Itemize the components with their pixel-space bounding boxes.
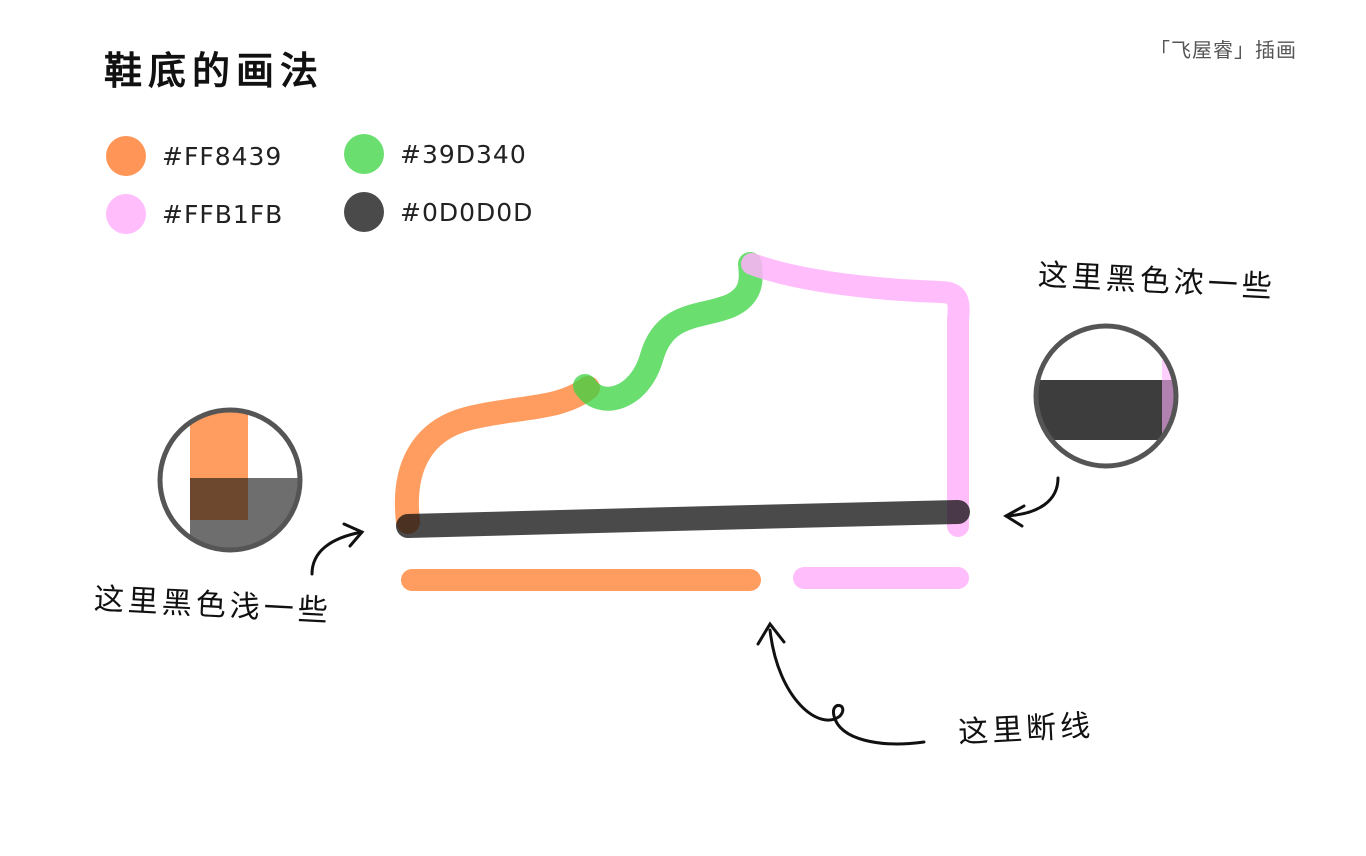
arrow-left-icon	[310, 522, 365, 576]
left-magnifier-ring	[157, 407, 303, 553]
swatch-hex: #39D340	[400, 139, 527, 169]
swatch-hex: #FFB1FB	[162, 199, 284, 229]
credit-label: 「飞屋睿」插画	[1150, 38, 1297, 62]
toe-stroke	[394, 376, 600, 534]
right-magnifier	[1036, 360, 1176, 450]
swatch-hex: #0D0D0D	[400, 197, 534, 227]
gap-note: 这里断线	[957, 708, 1096, 751]
swatch-pink: #FFB1FB	[106, 194, 283, 234]
black-dot-icon	[344, 192, 384, 232]
heel-stroke	[741, 253, 970, 537]
pink-dot-icon	[106, 194, 146, 234]
swatch-hex: #FF8439	[162, 141, 283, 171]
swatch-orange: #FF8439	[106, 136, 282, 176]
lace-stroke	[573, 252, 763, 411]
orange-dot-icon	[106, 136, 146, 176]
green-dot-icon	[344, 134, 384, 174]
right-magnifier-ring	[1033, 323, 1179, 469]
swatch-black: #0D0D0D	[344, 192, 533, 232]
arrow-gap-icon	[756, 621, 926, 746]
swatch-green: #39D340	[344, 134, 527, 174]
page-title: 鞋底的画法	[104, 49, 325, 93]
arrow-right-icon	[1003, 476, 1060, 528]
sole-stroke	[396, 500, 970, 538]
